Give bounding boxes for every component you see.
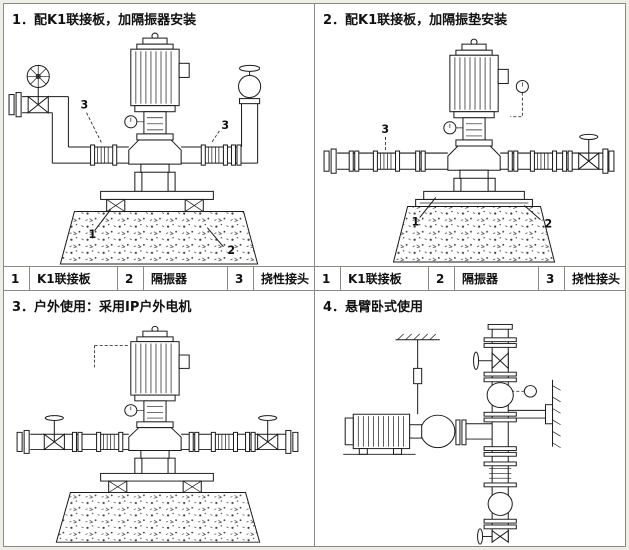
vertical-pump	[443, 38, 509, 179]
vibration-isolator-icon	[184, 198, 204, 213]
callout-3: 3	[381, 123, 389, 136]
pump-diagram-outdoor	[16, 325, 299, 543]
flange-icon	[562, 150, 573, 172]
callout-2: 2	[227, 244, 235, 257]
ceiling-hanger	[395, 333, 440, 415]
flange-icon	[507, 150, 519, 172]
handwheel-icon	[26, 64, 50, 89]
legend-label-k1-plate: K1联接板	[341, 267, 429, 290]
legend-num: 2	[118, 267, 144, 290]
callout-2: 2	[544, 218, 552, 231]
vertical-pump	[124, 32, 190, 173]
flexible-joint-icon	[372, 150, 401, 172]
vibration-isolator-icon	[182, 480, 202, 494]
callout-1: 1	[89, 228, 97, 241]
pump-diagram-pad: 1 2 3	[323, 38, 615, 263]
pump-mounting	[100, 171, 214, 213]
horizontal-pump-unit	[343, 413, 493, 455]
concrete-foundation	[392, 206, 556, 263]
vertical-piping	[473, 323, 517, 545]
legend-num: 3	[228, 267, 254, 290]
legend-row-right: 1 K1联接板 2 隔振器 3 挠性接头	[315, 266, 625, 291]
piping	[323, 133, 615, 174]
right-valve-assembly	[238, 64, 262, 164]
panel-3-title: 3．户外使用：采用IP户外电机	[12, 300, 192, 315]
page: 1．配K1联接板，加隔振器安装	[3, 3, 626, 547]
concrete-foundation	[59, 211, 259, 265]
callouts: 1 2 3	[381, 123, 552, 231]
pump-mounting	[100, 457, 214, 494]
vibration-isolator-icon	[108, 480, 128, 494]
wall-bracket	[508, 379, 561, 448]
flange-icon	[415, 150, 426, 172]
legend-label-k1-plate: K1联接板	[30, 267, 118, 290]
vertical-pump-outdoor-motor	[124, 325, 190, 459]
panel-4-title: 4．悬臂卧式使用	[323, 300, 424, 315]
flexible-joint-icon	[200, 144, 228, 166]
gauge	[512, 385, 537, 398]
panel-2: 2．配K1联接板，加隔振垫安装	[315, 4, 625, 266]
legend-label-flex-joint: 挠性接头	[572, 272, 621, 286]
flexible-joint-icon	[210, 431, 239, 452]
flange-icon	[245, 431, 256, 452]
pump-diagram-isolator: 1 2 3 3	[8, 32, 262, 265]
legend-label-isolator: 隔振器	[455, 267, 539, 290]
piping	[52, 144, 258, 166]
legend-num: 1	[4, 267, 30, 290]
flange-icon	[71, 431, 83, 452]
panel-1-title: 1．配K1联接板，加隔振器安装	[12, 13, 197, 28]
panel-4: 4．悬臂卧式使用	[315, 291, 625, 546]
callout-3: 3	[80, 99, 88, 112]
flange-icon	[188, 431, 200, 452]
legend-num: 1	[315, 267, 341, 290]
flexible-joint-icon	[90, 144, 118, 166]
legend-row-left: 1 K1联接板 2 隔振器 3 挠性接头	[4, 266, 314, 291]
callout-3b: 3	[221, 119, 229, 132]
flange-icon	[348, 150, 360, 172]
pump-diagram-cantilever	[343, 323, 561, 545]
callouts: 1 2 3 3	[80, 99, 235, 257]
vibration-isolator-icon	[106, 198, 126, 213]
panel-2-title: 2．配K1联接板，加隔振垫安装	[323, 13, 508, 28]
flexible-joint-icon	[529, 150, 558, 172]
legend-label-flex-joint: 挠性接头	[261, 272, 310, 286]
column-right: 2．配K1联接板，加隔振垫安装	[315, 4, 625, 546]
pump-mounting	[415, 177, 533, 208]
piping	[16, 415, 299, 454]
callout-1: 1	[412, 216, 420, 229]
column-left: 1．配K1联接板，加隔振器安装	[4, 4, 315, 546]
motor-callout-dashes	[94, 345, 129, 369]
flange-icon	[230, 144, 242, 166]
legend-num: 2	[429, 267, 455, 290]
legend-label-isolator: 隔振器	[144, 267, 228, 290]
gauge	[510, 79, 529, 118]
flexible-joint-icon	[96, 431, 124, 452]
panel-3: 3．户外使用：采用IP户外电机	[4, 291, 314, 546]
panel-1: 1．配K1联接板，加隔振器安装	[4, 4, 314, 266]
left-valve-assembly	[8, 64, 69, 164]
concrete-foundation	[55, 492, 261, 543]
legend-num: 3	[539, 267, 565, 290]
